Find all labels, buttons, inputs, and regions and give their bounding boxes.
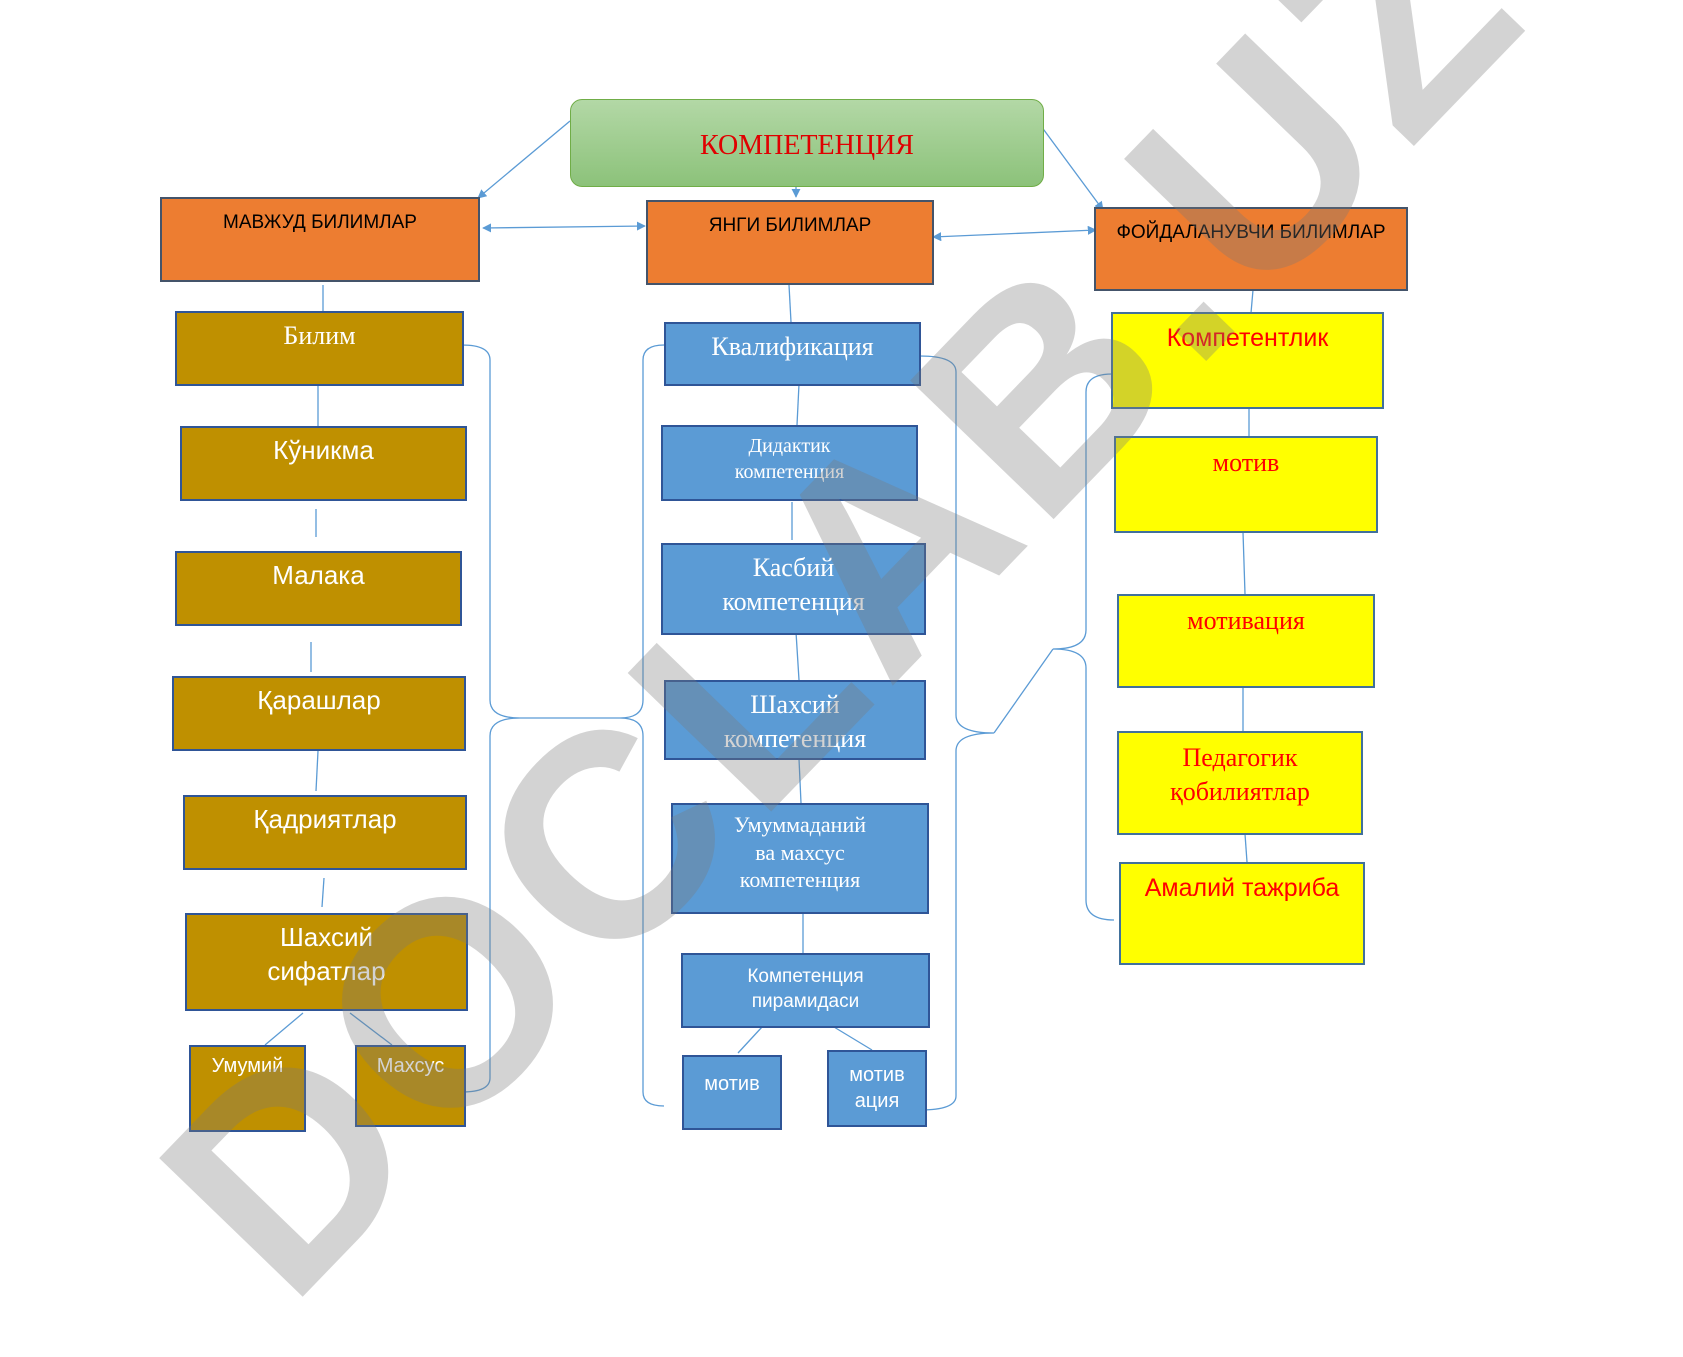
middle-sub-item: мотив bbox=[682, 1055, 782, 1130]
middle-item: Касбий компетенция bbox=[661, 543, 926, 635]
right-item-label: Амалий тажриба bbox=[1144, 874, 1340, 902]
right-item: Амалий тажриба bbox=[1119, 862, 1365, 965]
arrow-middle-right bbox=[932, 225, 1097, 242]
arrow-title-to-right bbox=[1040, 125, 1104, 211]
competence-title-box: КОМПЕТЕНЦИЯ bbox=[570, 99, 1044, 187]
middle-item-label: Умуммаданий ва махсус компетенция bbox=[733, 812, 866, 892]
competence-title: КОМПЕТЕНЦИЯ bbox=[700, 130, 914, 161]
left-item: Кўникма bbox=[180, 426, 467, 501]
left-item: Шахсий сифатлар bbox=[185, 913, 468, 1011]
header-user-knowledge-label: ФОЙДАЛАНУВЧИ БИЛИМЛАР bbox=[1116, 222, 1386, 243]
connector-lines bbox=[264, 120, 1254, 1111]
middle-sub-item-label: мотив ация bbox=[849, 1064, 905, 1112]
left-item-label: Қадриятлар bbox=[253, 804, 397, 834]
header-user-knowledge: ФОЙДАЛАНУВЧИ БИЛИМЛАР bbox=[1094, 207, 1408, 291]
middle-sub-item-label: мотив bbox=[704, 1073, 760, 1095]
left-item: Қарашлар bbox=[172, 676, 466, 751]
left-sub-item-label: Махсус bbox=[376, 1055, 445, 1077]
right-item-label: мотивация bbox=[1187, 606, 1305, 635]
middle-item-label: Касбий компетенция bbox=[722, 553, 865, 616]
middle-item: Дидактик компетенция bbox=[661, 425, 918, 501]
middle-item: Компетенция пирамидаси bbox=[681, 953, 930, 1028]
left-item-label: Кўникма bbox=[273, 435, 374, 465]
left-item-label: Малака bbox=[272, 560, 365, 590]
right-item-label: мотив bbox=[1212, 448, 1280, 477]
middle-item: Квалификация bbox=[664, 322, 921, 386]
right-item: Компетентлик bbox=[1111, 312, 1384, 409]
left-item-label: Шахсий сифатлар bbox=[267, 922, 386, 986]
header-existing-knowledge-label: МАВЖУД БИЛИМЛАР bbox=[223, 212, 417, 233]
header-new-knowledge: ЯНГИ БИЛИМЛАР bbox=[646, 200, 934, 285]
right-item: мотивация bbox=[1117, 594, 1375, 688]
competence-diagram: КОМПЕТЕНЦИЯ МАВЖУД БИЛИМЛАР ЯНГИ БИЛИМЛА… bbox=[101, 0, 1583, 1354]
left-item: Малака bbox=[175, 551, 462, 626]
left-item: Қадриятлар bbox=[183, 795, 467, 870]
arrow-title-to-left bbox=[477, 120, 571, 199]
middle-item: Шахсий компетенция bbox=[664, 680, 926, 760]
right-item-label: Педагогик қобилиятлар bbox=[1170, 743, 1310, 806]
left-sub-item-label: Умумий bbox=[211, 1055, 284, 1077]
arrow-left-middle bbox=[482, 221, 646, 233]
left-sub-item: Махсус bbox=[355, 1045, 466, 1127]
middle-item-label: Квалификация bbox=[711, 332, 874, 361]
header-new-knowledge-label: ЯНГИ БИЛИМЛАР bbox=[708, 215, 872, 236]
header-existing-knowledge: МАВЖУД БИЛИМЛАР bbox=[160, 197, 480, 282]
middle-item-label: Шахсий компетенция bbox=[723, 690, 867, 753]
middle-item: Умуммаданий ва махсус компетенция bbox=[671, 803, 929, 914]
right-item: мотив bbox=[1114, 436, 1378, 533]
middle-item-label: Компетенция пирамидаси bbox=[747, 966, 864, 1012]
middle-sub-item: мотив ация bbox=[827, 1050, 927, 1127]
middle-item-label: Дидактик компетенция bbox=[734, 435, 845, 483]
right-item-label: Компетентлик bbox=[1166, 324, 1329, 352]
right-item: Педагогик қобилиятлар bbox=[1117, 731, 1363, 835]
left-item: Билим bbox=[175, 311, 464, 386]
left-sub-item: Умумий bbox=[189, 1045, 306, 1132]
left-item-label: Билим bbox=[283, 321, 356, 350]
left-item-label: Қарашлар bbox=[257, 685, 381, 715]
